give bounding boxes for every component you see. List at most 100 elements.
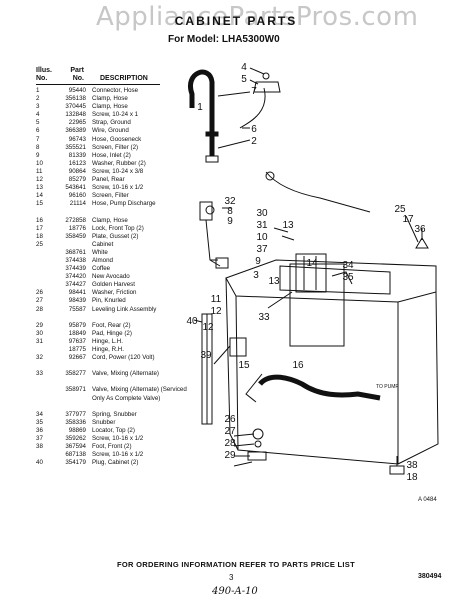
part-description: Foot, Rear (2) [92, 321, 131, 329]
callout-11: 11 [211, 294, 222, 305]
part-description: Washer, Rubber (2) [92, 159, 146, 167]
callout-8: 8 [227, 206, 233, 217]
callout-26: 26 [224, 414, 236, 425]
illus-number: 7 [36, 135, 40, 143]
illus-number: 25 [36, 240, 43, 248]
callout-2: 2 [251, 136, 257, 147]
part-number: 366389 [65, 127, 86, 135]
callout-9b: 9 [255, 256, 261, 267]
part-number: 98441 [68, 289, 86, 297]
parts-row: 28 75587 Leveling Link Assembly [36, 306, 170, 322]
part-description: Screen, Filter [92, 192, 129, 200]
part-number: 687138 [65, 451, 86, 459]
part-number: 370445 [65, 103, 86, 111]
watermark: AppliancePartsPros.com [96, 2, 419, 32]
part-description: Plug, Cabinet (2) [92, 459, 139, 467]
part-description: Connector, Hose [92, 87, 139, 94]
part-number: 18775 [68, 346, 86, 353]
part-number: 356138 [65, 95, 86, 103]
parts-row: 18 358459 Plate, Gusset (2) [36, 233, 170, 241]
illus-number: 33 [36, 370, 43, 378]
cabinet-exploded-diagram: 4 5 7 6 2 32 8 9 30 31 10 37 13 9 3 14 3… [186, 62, 439, 483]
part-description: Screw, 10-16 x 1/2 [92, 435, 144, 443]
illus-number: 15 [36, 200, 43, 208]
callout-28: 28 [224, 438, 236, 449]
callout-25: 25 [394, 204, 406, 215]
part-description: Screw, 10-16 x 1/2 [92, 184, 144, 192]
part-number: 272858 [65, 216, 86, 224]
part-description: Strap, Ground [92, 119, 131, 127]
part-number: 85279 [68, 176, 86, 184]
illus-number: 30 [36, 329, 43, 337]
callout-12b: 12 [202, 322, 214, 333]
part-number: 21114 [69, 200, 86, 208]
illus-number: 29 [36, 321, 43, 329]
model-subtitle: For Model: LHA5300W0 [168, 34, 280, 45]
part-number: 374427 [65, 281, 86, 289]
part-description: Valve, Mixing (Alternate) [92, 370, 159, 378]
callout-12: 12 [210, 306, 222, 317]
to-pump-label: TO PUMP [376, 384, 399, 390]
part-number: 374420 [65, 273, 86, 281]
part-number: 18776 [68, 224, 86, 232]
part-description: Hose, Pump Discharge [92, 200, 156, 208]
illus-number: 36 [36, 426, 43, 434]
part-number: 358459 [65, 232, 86, 240]
callout-6: 6 [251, 124, 257, 135]
part-number: 367594 [65, 443, 86, 451]
part-number: 98439 [68, 297, 86, 305]
callout-15: 15 [238, 360, 250, 371]
illus-number: 28 [36, 305, 43, 313]
header-rule [36, 84, 160, 85]
part-number: 359262 [65, 435, 86, 443]
callout-1: 1 [197, 102, 203, 113]
callout-40: 40 [186, 316, 198, 327]
part-description: Valve, Mixing (Alternate) (Serviced Only… [92, 386, 187, 402]
part-description: Leveling Link Assembly [92, 305, 157, 313]
callout-14: 14 [306, 258, 318, 269]
callout-39: 39 [200, 350, 212, 361]
part-number: 75587 [68, 305, 86, 313]
callout-37: 37 [256, 244, 268, 255]
part-number: 95440 [68, 87, 86, 94]
illus-number: 40 [36, 459, 43, 467]
callout-31: 31 [256, 220, 268, 231]
callout-17: 17 [402, 214, 414, 225]
callout-13b: 13 [268, 276, 280, 287]
callout-33: 33 [258, 312, 270, 323]
illus-number: 4 [36, 111, 40, 119]
part-number: 96160 [68, 192, 86, 200]
callout-34: 34 [342, 260, 354, 271]
part-number: 90864 [68, 167, 86, 175]
part-description: Pad, Hinge (2) [92, 329, 132, 337]
callout-32: 32 [224, 196, 236, 207]
illus-number: 31 [36, 337, 43, 345]
part-description: Screw, 10-24 x 3/8 [92, 167, 144, 175]
part-description: Locator, Top (2) [92, 426, 135, 434]
col-desc: DESCRIPTION [100, 75, 148, 82]
part-description: Plate, Gusset (2) [92, 232, 139, 240]
part-number: 96743 [68, 135, 86, 143]
part-number: 355521 [65, 143, 86, 151]
part-description: Panel, Rear [92, 176, 125, 184]
callout-3: 3 [253, 270, 259, 281]
illus-number: 2 [36, 95, 40, 103]
illus-number: 18 [36, 232, 43, 240]
callout-18: 18 [406, 472, 418, 483]
callout-5: 5 [241, 74, 247, 85]
col-part: Part No. [70, 67, 84, 82]
